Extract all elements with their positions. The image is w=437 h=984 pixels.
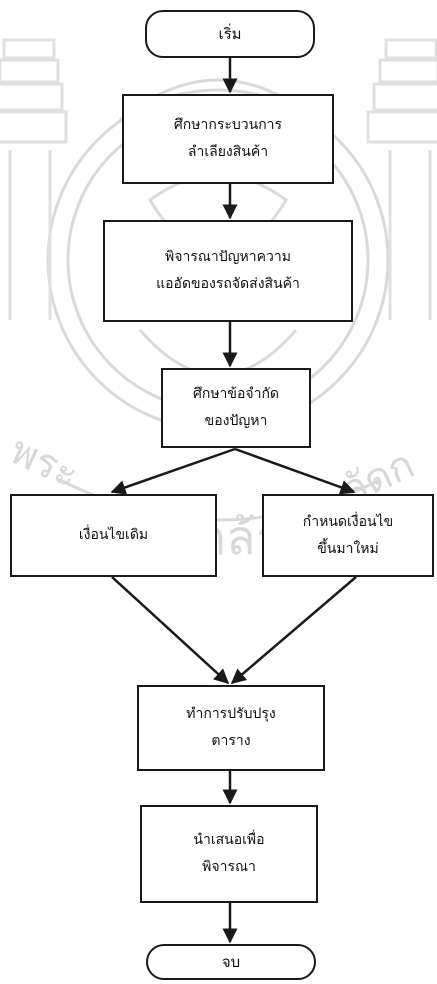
branch-new-conditions: กำหนดเงื่อนไข ขึ้นมาใหม่ [262,494,434,577]
step1-line1: ศึกษากระบวนการ [173,117,283,134]
step-study-constraints: ศึกษาข้อจำกัด ของปัญหา [161,368,311,448]
arrow-step3-to-right [234,447,356,495]
branch-right-line1: กำหนดเงื่อนไข [302,513,394,530]
end-label: จบ [221,952,241,971]
start-terminal: เริ่ม [145,10,315,58]
arrow-left-to-step4 [111,576,230,685]
step1-line2: ลำเลียงสินค้า [187,144,269,160]
step5-line1: นำเสนอเพื่อ [193,832,265,849]
branch-right-line2: ขึ้นมาใหม่ [317,540,379,557]
step-consider-congestion: พิจารณาปัญหาความ แออัดของรถจัดส่งสินค้า [103,220,353,322]
step-improve-schedule: ทำการปรับปรุง ตาราง [137,685,325,771]
branch-left-line1: เงื่อนไขเดิม [78,527,149,544]
step2-line2: แออัดของรถจัดส่งสินค้า [156,276,300,292]
end-terminal: จบ [146,944,316,980]
step3-line1: ศึกษาข้อจำกัด [192,386,280,403]
step4-line2: ตาราง [211,733,251,749]
branch-existing-conditions: เงื่อนไขเดิม [10,494,217,577]
step5-line2: พิจารณา [202,859,256,875]
arrow-step3-to-left [110,447,236,495]
start-label: เริ่ม [218,24,242,43]
step-study-logistics: ศึกษากระบวนการ ลำเลียงสินค้า [122,94,334,184]
step3-line2: ของปัญหา [204,413,268,429]
step2-line1: พิจารณาปัญหาความ [165,249,291,266]
step4-line1: ทำการปรับปรุง [186,706,276,723]
arrow-right-to-step4 [230,576,357,684]
step-present-for-review: นำเสนอเพื่อ พิจารณา [140,805,318,903]
